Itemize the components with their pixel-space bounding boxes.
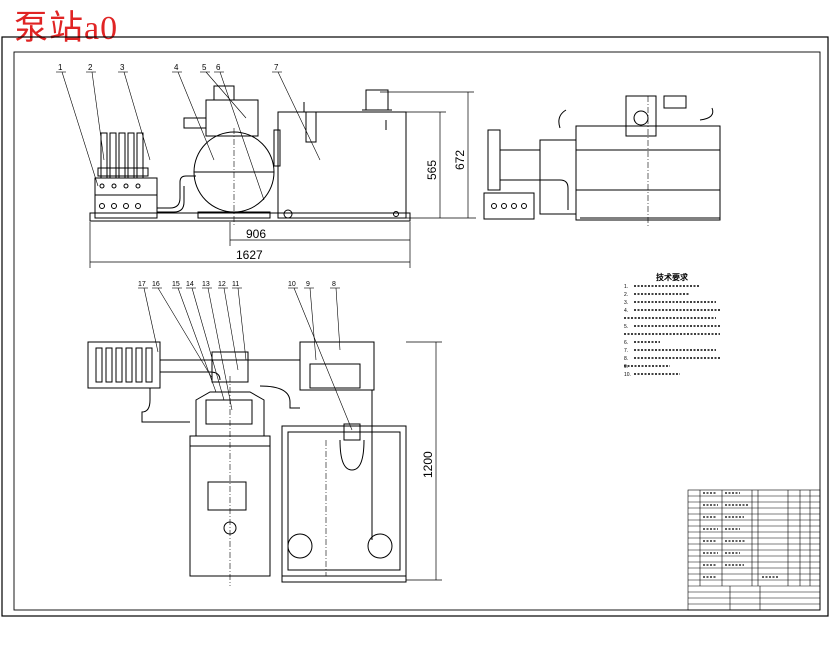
dim-tank-width: 906 (246, 227, 266, 241)
tech-req-line-10: 10. (624, 372, 631, 378)
tech-req-line-7: 7. (624, 348, 628, 354)
balloon-leaders-plan (138, 287, 353, 431)
plan-tank (281, 425, 407, 577)
balloon-16: 16 (152, 281, 160, 288)
plan-view (87, 341, 407, 586)
motor-top-housing (205, 99, 259, 137)
balloon-5: 5 (202, 63, 207, 72)
inner-frame (13, 51, 821, 611)
tech-req-heading: 技术要求 (656, 272, 689, 282)
balloon-6: 6 (216, 63, 221, 72)
tech-req-line-2: 2. (624, 292, 628, 298)
balloon-15: 15 (172, 281, 180, 288)
tech-req-line-6: 6. (624, 340, 628, 346)
plan-filter (299, 341, 375, 391)
front-dimensions (89, 91, 476, 268)
block-bolts (99, 183, 141, 209)
dim-tank-height: 565 (425, 160, 439, 180)
filler-cap (365, 89, 389, 111)
side-motor-box (625, 95, 657, 137)
tech-req-line-9: 9. (624, 364, 628, 370)
front-view (89, 85, 411, 226)
balloon-17: 17 (138, 281, 146, 288)
balloon-9: 9 (306, 281, 310, 288)
dim-total-height: 672 (453, 150, 467, 170)
balloon-leaders-top (56, 71, 321, 201)
dim-tank-depth: 1200 (421, 451, 435, 478)
tech-requirements: 技术要求 1. 2. 3. 4. 5. 6. 7. 8. 9. 10. (624, 272, 720, 378)
balloon-10: 10 (288, 281, 296, 288)
plan-dimensions (406, 341, 442, 581)
tech-req-line-5: 5. (624, 324, 628, 330)
balloon-7: 7 (274, 63, 279, 72)
tech-req-line-1: 1. (624, 284, 628, 290)
oil-tank (277, 111, 407, 219)
valve-block (94, 177, 158, 219)
balloon-8: 8 (332, 281, 336, 288)
balloon-12: 12 (218, 281, 226, 288)
balloon-2: 2 (88, 63, 93, 72)
balloon-11: 11 (232, 281, 239, 288)
balloon-14: 14 (186, 281, 194, 288)
side-view (483, 95, 721, 226)
balloon-3: 3 (120, 63, 125, 72)
balloon-1: 1 (58, 63, 63, 72)
drawing-title: 泵站a0 (14, 10, 119, 47)
dim-overall-length: 1627 (236, 248, 263, 262)
tech-req-line-3: 3. (624, 300, 628, 306)
tech-req-line-4: 4. (624, 308, 628, 314)
pressure-pipe (157, 175, 196, 209)
plan-valve-block (87, 341, 161, 389)
parts-list (687, 489, 821, 611)
outer-frame (1, 36, 829, 617)
base-plate (89, 212, 411, 222)
balloon-4: 4 (174, 63, 179, 72)
side-valve-block (483, 192, 535, 220)
tech-req-line-8: 8. (624, 356, 628, 362)
valve-stack (97, 132, 149, 179)
balloon-13: 13 (202, 281, 210, 288)
